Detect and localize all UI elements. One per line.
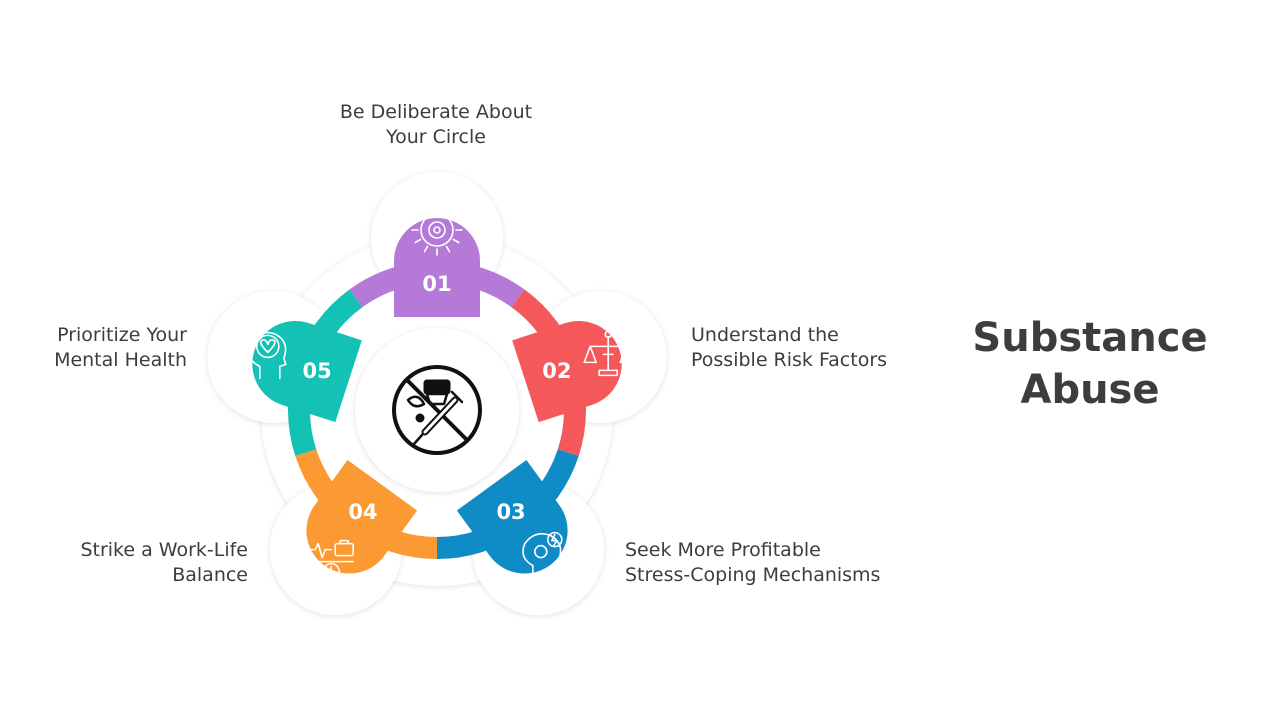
step-label-02-line1: Understand the xyxy=(691,324,839,346)
step-number-01: 01 xyxy=(422,272,451,296)
step-label-02: Understand the Possible Risk Factors xyxy=(691,323,921,373)
step-label-01-line2: Your Circle xyxy=(386,126,486,148)
brain-gear-icon xyxy=(411,204,463,256)
head-heart-icon xyxy=(247,331,287,380)
step-tab-05 xyxy=(252,321,362,423)
head-gear-icon xyxy=(522,531,563,579)
step-label-04-line1: Strike a Work-Life xyxy=(80,539,248,561)
step-number-03: 03 xyxy=(496,500,525,524)
step-number-02: 02 xyxy=(542,359,571,383)
work-life-balance-icon xyxy=(308,539,354,581)
title-line1: Substance xyxy=(972,315,1208,361)
step-tab-shape-04 xyxy=(306,459,418,574)
step-label-01-line1: Be Deliberate About xyxy=(339,101,533,123)
step-label-04-line2: Balance xyxy=(172,564,248,586)
title-line2: Abuse xyxy=(1020,367,1160,413)
slide-title: Substance Abuse xyxy=(960,312,1220,416)
no-drugs-icon xyxy=(392,365,482,455)
balance-scale-icon xyxy=(583,330,633,377)
step-label-03-line2: Stress-Coping Mechanisms xyxy=(625,564,881,586)
step-label-02-line2: Possible Risk Factors xyxy=(691,349,888,371)
step-label-05-line2: Mental Health xyxy=(54,349,187,371)
step-label-04: Strike a Work-Life Balance xyxy=(48,538,248,588)
step-label-03-line1: Seek More Profitable xyxy=(625,539,821,561)
step-number-05: 05 xyxy=(303,359,332,383)
step-tab-shape-05 xyxy=(252,321,362,423)
step-number-04: 04 xyxy=(348,500,377,524)
step-label-01: Be Deliberate About Your Circle xyxy=(316,100,556,150)
step-label-05-line1: Prioritize Your xyxy=(57,324,187,346)
step-label-05: Prioritize Your Mental Health xyxy=(10,323,187,373)
step-tab-04 xyxy=(306,459,418,574)
step-label-03: Seek More Profitable Stress-Coping Mecha… xyxy=(625,538,895,588)
